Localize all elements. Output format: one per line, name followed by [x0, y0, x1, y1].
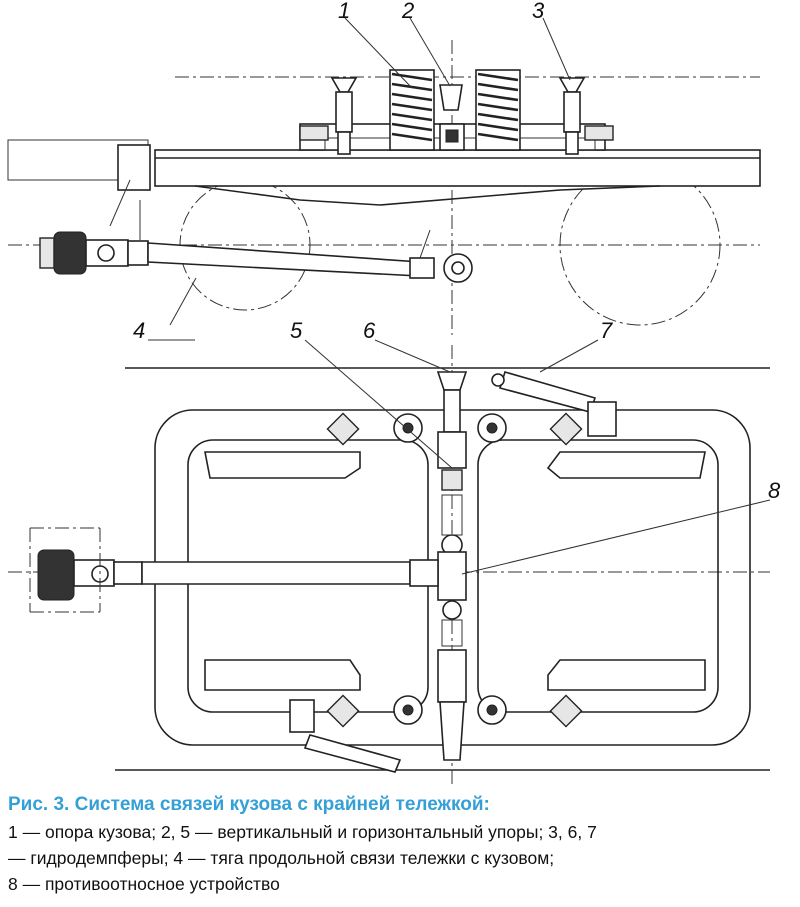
spring-outline-left-bot: [204, 659, 361, 691]
label-4: 4: [133, 318, 145, 343]
bogie-frame-lower: [194, 185, 661, 206]
side-pads: [326, 412, 583, 728]
label-1: 1: [338, 0, 350, 23]
side-view: [7, 40, 761, 335]
longitudinal-tie-rod: [39, 179, 473, 283]
caption-line-1: 1 — опора кузова; 2, 5 — вертикальный и …: [8, 822, 597, 842]
lateral-damper-central: [436, 371, 468, 491]
label-3: 3: [532, 0, 545, 23]
vertical-damper-left: [299, 77, 358, 155]
body-support-spring-left: [389, 69, 435, 151]
bogie-frame-right: [477, 439, 719, 713]
spring-outline-left-top: [204, 451, 361, 479]
body-support-spring-right: [475, 69, 521, 151]
plan-tie-rod: [29, 527, 439, 613]
label-2: 2: [401, 0, 414, 23]
caption-line-2: — гидродемпферы; 4 — тяга продольной свя…: [8, 848, 555, 868]
anti-hunting-device: [437, 494, 467, 761]
technical-drawing: 1 2 3 4 5 6 7 8: [7, 0, 781, 785]
label-8: 8: [768, 478, 781, 503]
leader-lines: [148, 17, 771, 575]
label-6: 6: [363, 318, 376, 343]
caption-line-3: 8 — противоотносное устройство: [8, 874, 280, 894]
label-5: 5: [290, 318, 303, 343]
spring-outline-right-bot: [547, 659, 706, 691]
lateral-damper-bottom: [289, 699, 402, 773]
vertical-damper-right: [558, 77, 614, 155]
vertical-stop: [439, 84, 465, 151]
body-end-post: [117, 144, 151, 191]
lateral-damper-top: [491, 371, 617, 437]
label-7: 7: [600, 318, 613, 343]
spring-outline-right-top: [546, 451, 706, 479]
plan-view: [8, 345, 770, 785]
figure-caption-title: Рис. 3. Система связей кузова с крайней …: [8, 794, 490, 815]
car-body-frame: [154, 149, 761, 187]
callout-labels: 1 2 3 4 5 6 7 8: [133, 0, 781, 503]
